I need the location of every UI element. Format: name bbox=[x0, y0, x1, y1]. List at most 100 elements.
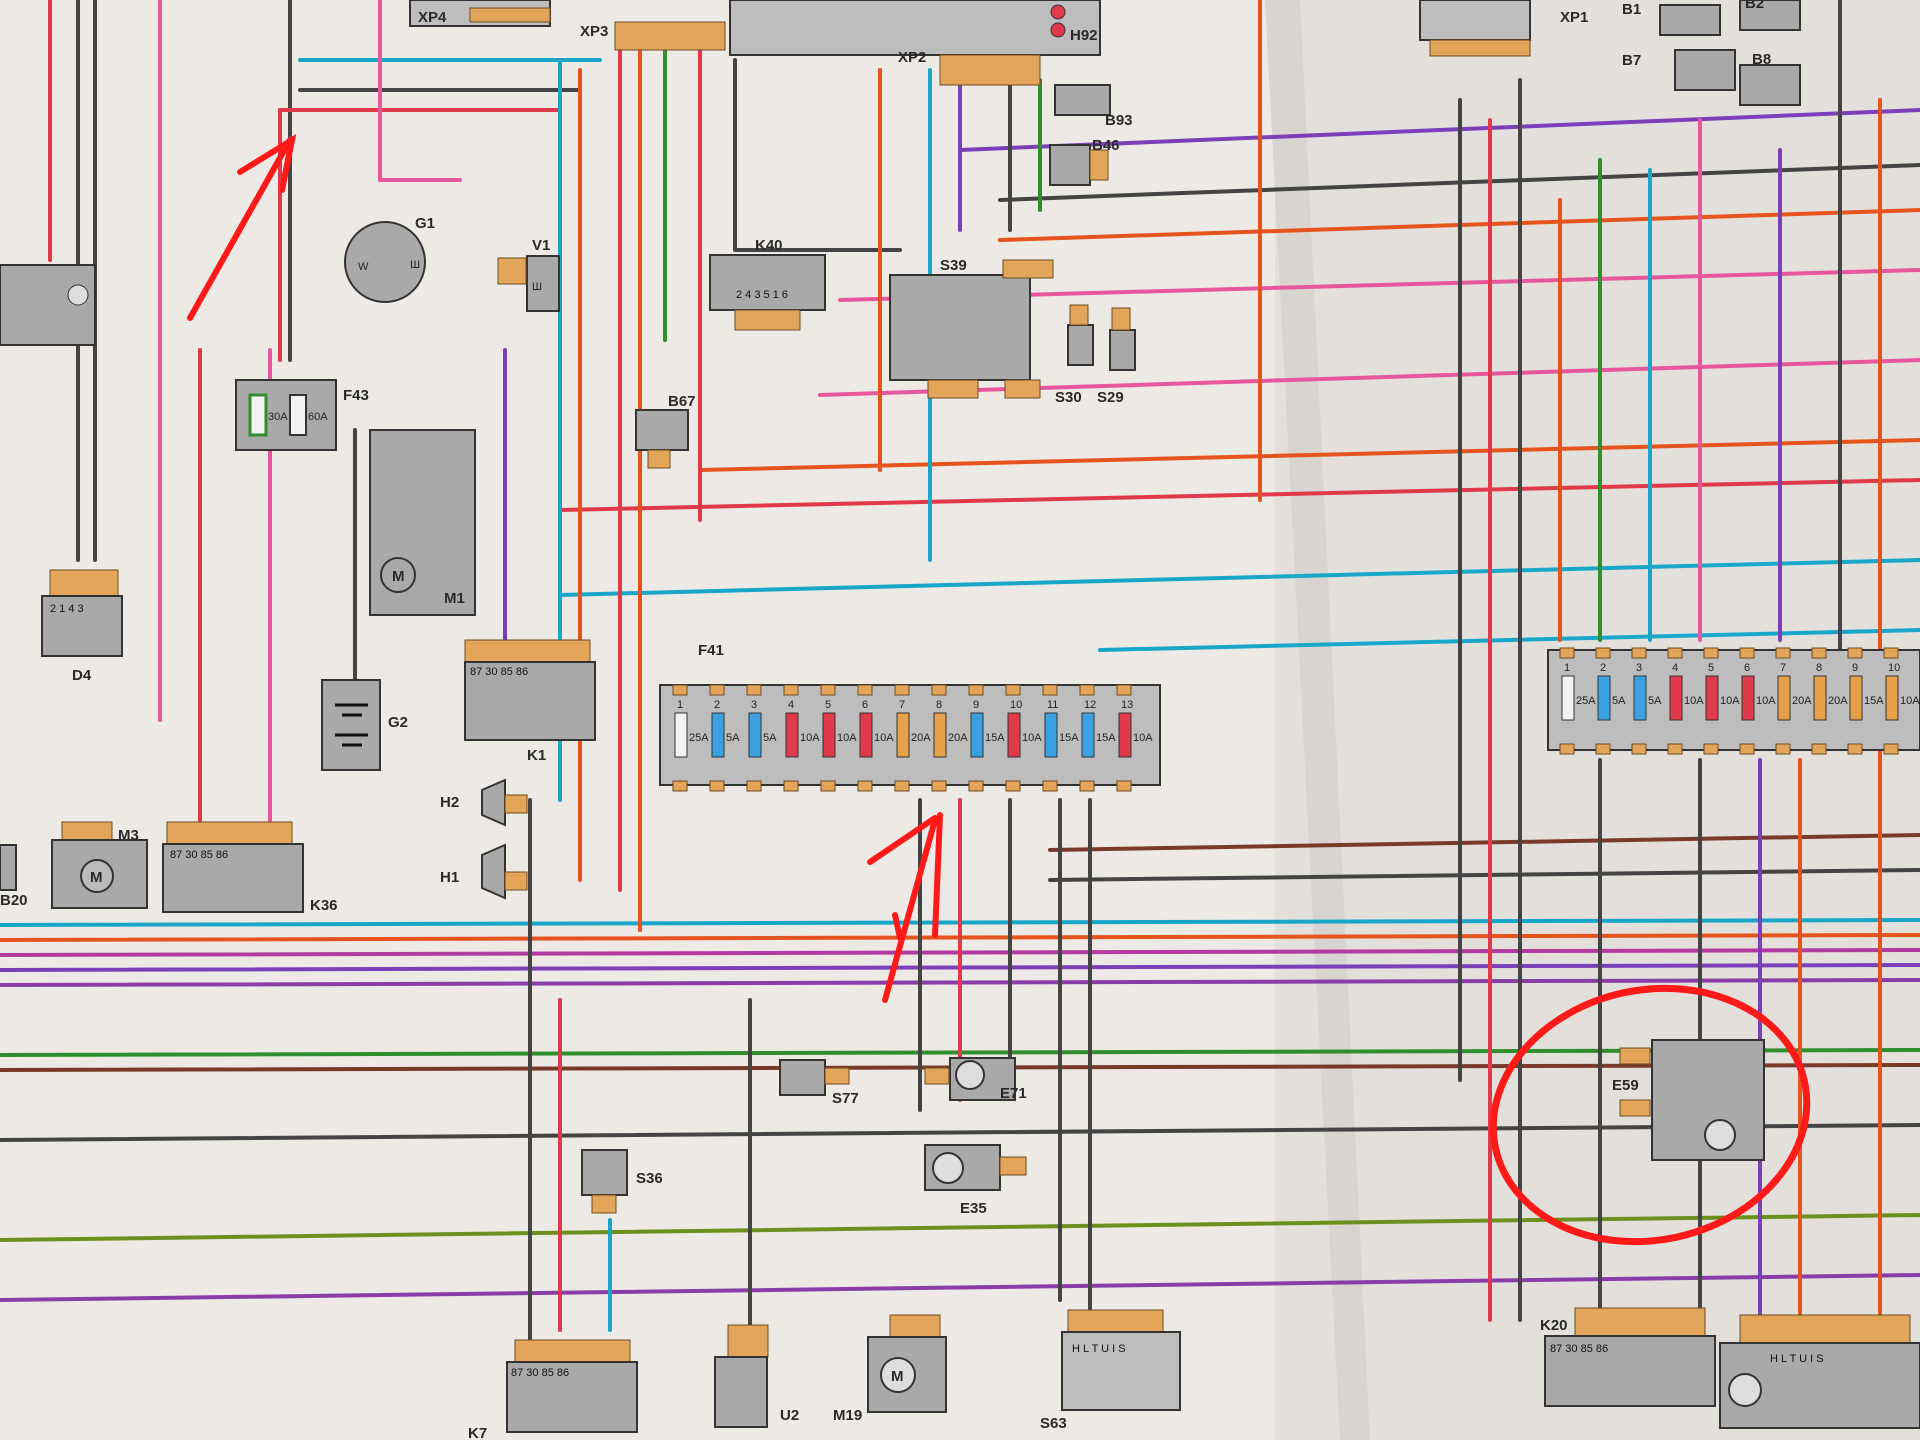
svg-text:87 30 85 86: 87 30 85 86 bbox=[470, 666, 528, 678]
red-arrow-top bbox=[187, 133, 297, 321]
right-fuse-rating: 20A bbox=[1828, 695, 1848, 707]
k36-relay: 87 30 85 86 K36 bbox=[162, 821, 338, 914]
right-terminal-bottom bbox=[1847, 743, 1863, 755]
svg-text:H1: H1 bbox=[440, 869, 459, 886]
svg-text:Ш: Ш bbox=[532, 281, 542, 293]
svg-text:XP2: XP2 bbox=[898, 49, 926, 66]
svg-text:B46: B46 bbox=[1092, 137, 1120, 154]
m19-motor: M M19 bbox=[833, 1314, 947, 1424]
f41-fuse-rating: 10A bbox=[1022, 732, 1042, 744]
f41-fuse-number: 12 bbox=[1084, 699, 1096, 711]
svg-text:S29: S29 bbox=[1097, 389, 1124, 406]
right-fuse bbox=[1597, 675, 1611, 721]
right-terminal-bottom bbox=[1667, 743, 1683, 755]
f41-fuse bbox=[1118, 712, 1132, 758]
svg-text:M: M bbox=[90, 869, 103, 886]
right-terminal-top bbox=[1847, 647, 1863, 659]
f41-fuse-rating: 10A bbox=[874, 732, 894, 744]
f41-terminal-top bbox=[820, 684, 836, 696]
right-fuse bbox=[1813, 675, 1827, 721]
svg-text:H L T U I S: H L T U I S bbox=[1072, 1343, 1126, 1355]
right-terminal-top bbox=[1883, 647, 1899, 659]
f41-fuse bbox=[711, 712, 725, 758]
k20-relay: 87 30 85 86 K20 bbox=[1540, 1307, 1716, 1407]
f41-fuse bbox=[748, 712, 762, 758]
right-fuse-number: 2 bbox=[1600, 662, 1606, 674]
f41-terminal-top bbox=[709, 684, 725, 696]
svg-text:S63: S63 bbox=[1040, 1415, 1067, 1432]
f41-fuse-number: 8 bbox=[936, 699, 942, 711]
svg-text:B7: B7 bbox=[1622, 52, 1641, 69]
b8-sensor: B8 bbox=[1739, 51, 1801, 106]
svg-text:S30: S30 bbox=[1055, 389, 1082, 406]
right-terminal-bottom bbox=[1631, 743, 1647, 755]
s63-switch: H L T U I S S63 bbox=[1040, 1309, 1181, 1432]
svg-text:K20: K20 bbox=[1540, 1317, 1568, 1334]
right-terminal-top bbox=[1775, 647, 1791, 659]
f41-fuse-rating: 20A bbox=[948, 732, 968, 744]
svg-text:2 4 3 5 1 6: 2 4 3 5 1 6 bbox=[736, 289, 788, 301]
m3-motor: M M3 bbox=[51, 821, 148, 909]
f41-fuse bbox=[1007, 712, 1021, 758]
f41-fuse-number: 3 bbox=[751, 699, 757, 711]
f41-fuse-rating: 15A bbox=[985, 732, 1005, 744]
right-fuse-rating: 10A bbox=[1900, 695, 1920, 707]
f41-terminal-bottom bbox=[1042, 780, 1058, 792]
right-terminal-top bbox=[1739, 647, 1755, 659]
svg-text:B67: B67 bbox=[668, 393, 696, 410]
svg-text:Ш: Ш bbox=[410, 259, 420, 271]
u2-unit: U2 bbox=[714, 1324, 799, 1428]
right-fuse-number: 5 bbox=[1708, 662, 1714, 674]
svg-text:K36: K36 bbox=[310, 897, 338, 914]
right-fuse-rating: 10A bbox=[1720, 695, 1740, 707]
f41-terminal-bottom bbox=[820, 780, 836, 792]
svg-text:K40: K40 bbox=[755, 237, 783, 254]
s29-switch: S29 bbox=[1097, 307, 1136, 406]
f41-fuse bbox=[1081, 712, 1095, 758]
svg-text:S39: S39 bbox=[940, 257, 967, 274]
svg-text:B1: B1 bbox=[1622, 1, 1641, 18]
right-terminal-bottom bbox=[1595, 743, 1611, 755]
svg-text:H L T U I S: H L T U I S bbox=[1770, 1353, 1824, 1365]
f41-fuse bbox=[933, 712, 947, 758]
right-fuse-number: 1 bbox=[1564, 662, 1570, 674]
svg-text:G2: G2 bbox=[388, 714, 408, 731]
f41-fuse-rating: 10A bbox=[800, 732, 820, 744]
k7-relay: 87 30 85 86 K7 bbox=[468, 1339, 638, 1440]
f41-fuse-number: 6 bbox=[862, 699, 868, 711]
svg-text:B8: B8 bbox=[1752, 51, 1771, 68]
f41-terminal-bottom bbox=[968, 780, 984, 792]
svg-text:B93: B93 bbox=[1105, 112, 1133, 129]
right-terminal-top bbox=[1559, 647, 1575, 659]
right-terminal-bottom bbox=[1703, 743, 1719, 755]
e35-lamp: E35 bbox=[924, 1144, 1027, 1217]
right-terminal-top bbox=[1703, 647, 1719, 659]
svg-text:H92: H92 bbox=[1070, 27, 1098, 44]
f41-fuse-rating: 5A bbox=[763, 732, 777, 744]
b7-sensor: B7 bbox=[1622, 49, 1736, 91]
right-fuse-rating: 5A bbox=[1612, 695, 1626, 707]
b2-sensor: B2 bbox=[1739, 0, 1801, 31]
svg-text:V1: V1 bbox=[532, 237, 550, 254]
right-bottom-switch: H L T U I S bbox=[1719, 1314, 1920, 1429]
f41-terminal-top bbox=[857, 684, 873, 696]
f41-terminal-bottom bbox=[1116, 780, 1132, 792]
v1-regulator: V1 Ш bbox=[497, 237, 560, 312]
page-gutter bbox=[1265, 0, 1370, 1440]
annotations bbox=[187, 133, 1811, 1246]
right-fuse-rating: 10A bbox=[1756, 695, 1776, 707]
b67-sensor: B67 bbox=[635, 393, 696, 469]
svg-text:G1: G1 bbox=[415, 215, 435, 232]
e59-unit: E59 bbox=[1612, 1039, 1765, 1161]
s77-switch: S77 bbox=[779, 1059, 859, 1107]
s30-switch: S30 bbox=[1055, 304, 1094, 406]
s39-switch: S39 bbox=[889, 257, 1054, 399]
right-fuse bbox=[1705, 675, 1719, 721]
k1-relay: 87 30 85 86 K1 bbox=[464, 639, 596, 764]
svg-text:M: M bbox=[891, 1368, 904, 1385]
f41-terminal-bottom bbox=[931, 780, 947, 792]
svg-text:K1: K1 bbox=[527, 747, 546, 764]
f41-fuse-rating: 10A bbox=[1133, 732, 1153, 744]
